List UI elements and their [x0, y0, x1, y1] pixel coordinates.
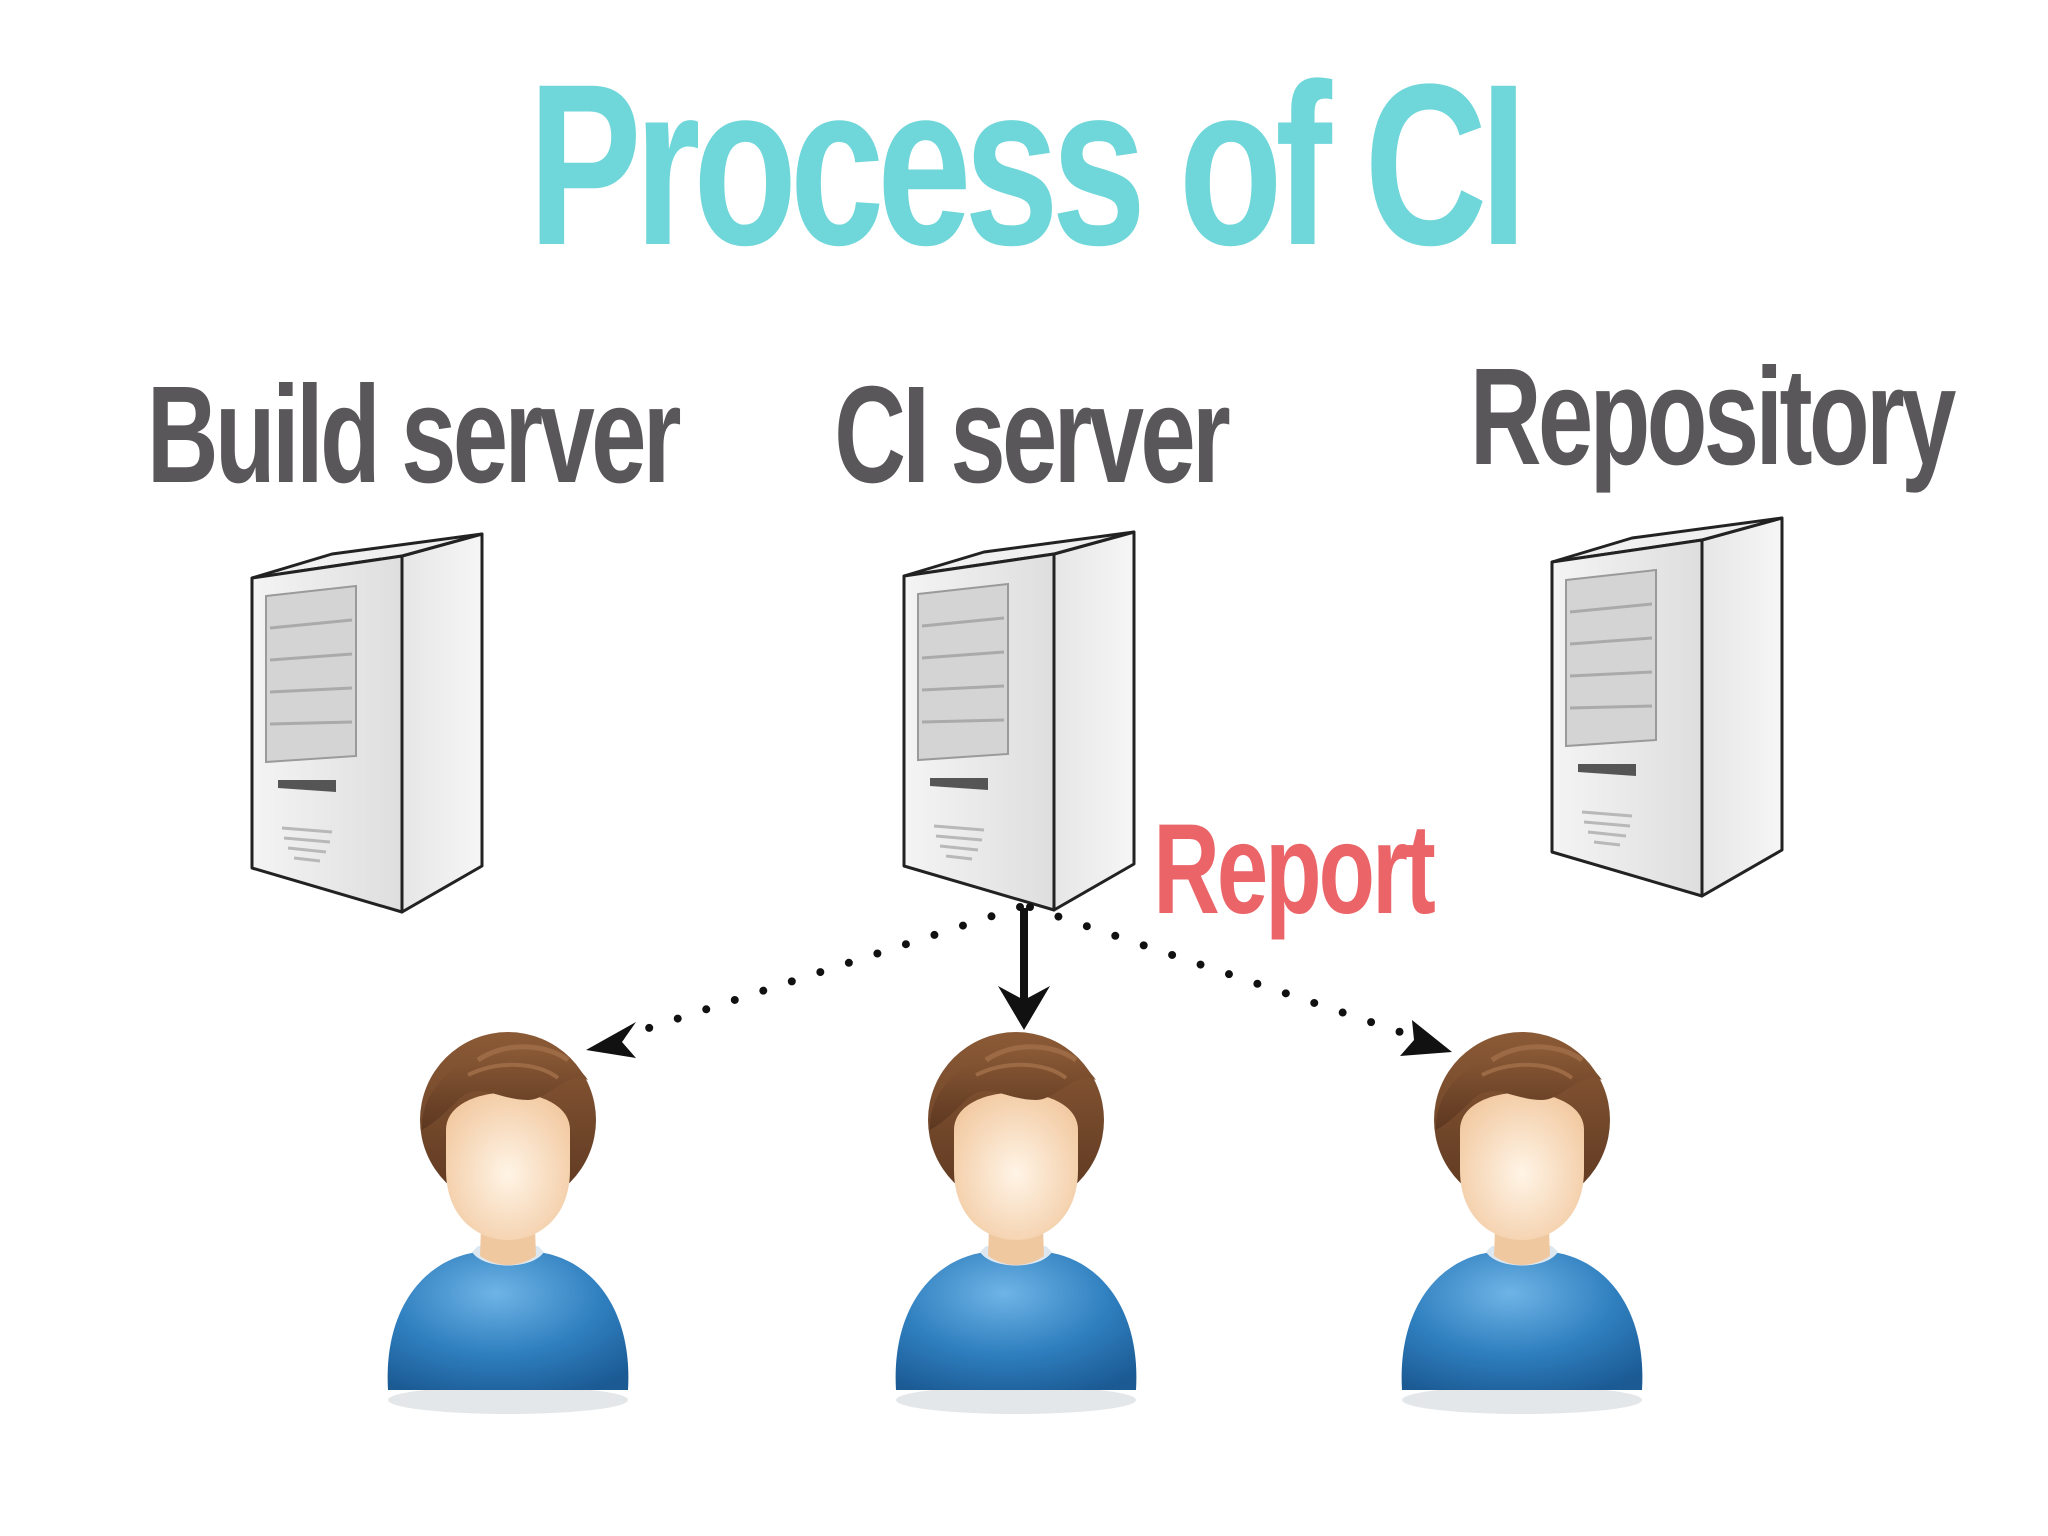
developer-avatar-right	[1402, 1032, 1643, 1414]
report-label: Report	[1153, 798, 1436, 941]
page-title: Process of CI	[528, 36, 1527, 293]
ci-server-label: CI server	[834, 358, 1231, 512]
report-arrowhead-right	[1400, 1020, 1452, 1056]
developer-avatar-left	[388, 1032, 629, 1414]
report-arrowhead-center	[998, 986, 1050, 1030]
ci-server-icon	[902, 530, 1136, 912]
developer-avatar-center	[896, 1032, 1137, 1414]
build-server-icon	[250, 532, 484, 914]
report-arrowhead-left	[586, 1022, 636, 1058]
report-arrow-left	[608, 903, 1024, 1044]
repository-label: Repository	[1469, 340, 1957, 494]
repository-server-icon	[1550, 516, 1784, 898]
report-arrows	[586, 903, 1452, 1058]
report-arrow-right	[1026, 903, 1428, 1044]
build-server-label: Build server	[146, 358, 682, 512]
